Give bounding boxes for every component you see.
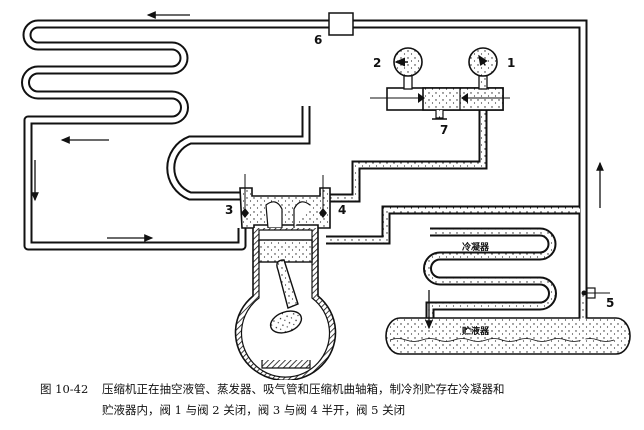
caption-line-2: 贮液器内，阀 1 与阀 2 关闭，阀 3 与阀 4 半开，阀 5 关闭 bbox=[102, 403, 406, 417]
figure-caption: 图 10-42 压缩机正在抽空液管、蒸发器、吸气管和压缩机曲轴箱，制冷剂贮存在冷凝… bbox=[40, 379, 505, 421]
caption-line-1: 压缩机正在抽空液管、蒸发器、吸气管和压缩机曲轴箱，制冷剂贮存在冷凝器和 bbox=[102, 382, 505, 396]
gauge-1 bbox=[468, 47, 498, 90]
label-1: 1 bbox=[507, 56, 515, 70]
figure-number: 图 10-42 bbox=[40, 382, 89, 396]
label-2: 2 bbox=[373, 56, 381, 70]
component-6-box bbox=[328, 12, 354, 36]
piston bbox=[258, 239, 313, 263]
discharge-line bbox=[330, 106, 488, 203]
receiver-label: 贮液器 bbox=[461, 325, 490, 337]
refrigeration-diagram: 6 2 1 7 3 4 5 冷凝器 贮液器 bbox=[21, 11, 631, 380]
condenser-label: 冷凝器 bbox=[462, 241, 490, 253]
compressor-head bbox=[239, 187, 331, 229]
valve-1-stem bbox=[461, 93, 468, 103]
suction-line bbox=[166, 106, 311, 201]
label-6: 6 bbox=[314, 33, 322, 47]
connecting-rod bbox=[276, 259, 299, 309]
evaporator-coil bbox=[21, 19, 330, 251]
flow-arrows bbox=[31, 11, 604, 330]
label-3: 3 bbox=[225, 203, 233, 217]
gauge-manifold bbox=[370, 87, 510, 120]
gauge-2 bbox=[393, 47, 423, 90]
label-4: 4 bbox=[338, 203, 346, 217]
valve-4 bbox=[319, 175, 327, 218]
label-5: 5 bbox=[606, 296, 614, 310]
valve-2-stem bbox=[418, 93, 425, 103]
crankshaft bbox=[269, 310, 303, 334]
receiver-tank bbox=[385, 317, 631, 355]
valve-5 bbox=[581, 287, 610, 299]
liquid-line bbox=[352, 19, 588, 352]
condenser-coil bbox=[326, 205, 580, 320]
compressor-body bbox=[234, 228, 337, 380]
label-7: 7 bbox=[440, 123, 448, 137]
valve-3 bbox=[241, 174, 249, 218]
